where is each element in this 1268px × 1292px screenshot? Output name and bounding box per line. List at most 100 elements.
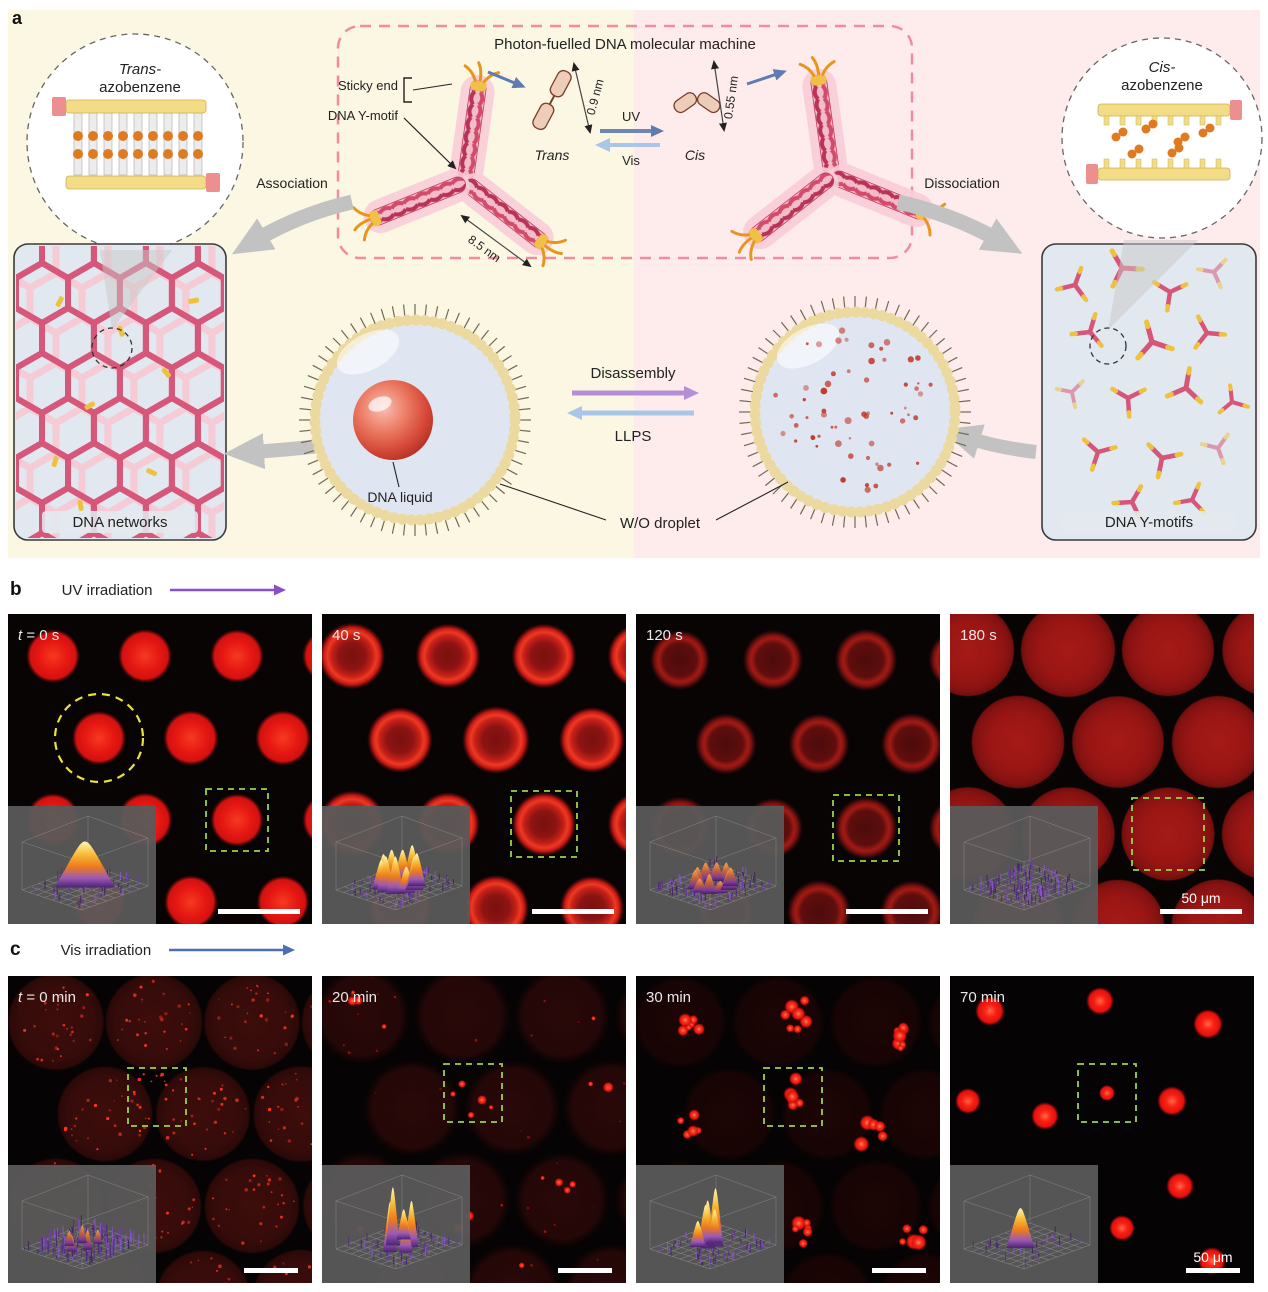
scale-bar-label: 50 μm — [1181, 890, 1220, 906]
roi-circle-annotation — [53, 692, 145, 784]
time-label: 40 s — [332, 627, 360, 644]
scale-bar — [1160, 909, 1242, 914]
uv-irradiation-arrow — [170, 584, 287, 596]
time-label: 120 s — [646, 627, 683, 644]
uv-time-series-row: t = 0 s 40 s 120 s 50 μm 180 s — [0, 614, 1268, 924]
scale-bar — [558, 1268, 612, 1273]
label-cis: Cis — [685, 147, 705, 163]
trans-dimension-line — [571, 62, 593, 134]
panel-b-header: b UV irradiation — [0, 566, 1268, 614]
time-label: t = 0 s — [18, 627, 59, 644]
zoom-beam-left — [100, 250, 172, 330]
zoom-roi-circle-right — [1089, 327, 1127, 365]
cis-pointer-arrow — [746, 69, 787, 86]
panel-b-label: b — [10, 579, 22, 600]
micro-tile-uv-40s: 40 s — [322, 614, 626, 924]
surface-plot-inset — [636, 806, 784, 924]
micro-tile-vis-70min: 50 μm 70 min — [950, 976, 1254, 1283]
network-joints — [51, 296, 200, 511]
azobenzene-stack — [73, 112, 203, 176]
time-label: 30 min — [646, 989, 691, 1006]
droplet-to-networks-arrow — [224, 433, 321, 470]
cis-dimension-line — [711, 60, 727, 132]
scale-bar — [872, 1268, 926, 1273]
cis-dimension: 0.55 nm — [721, 75, 741, 120]
micro-tile-vis-0min: t = 0 min — [8, 976, 312, 1283]
surface-plot-inset — [950, 1165, 1098, 1283]
cis-molecules — [1111, 119, 1215, 159]
panel-a-illustration: a Photon-fuelled DNA molecular machine S… — [8, 8, 1263, 558]
scale-bar — [244, 1268, 298, 1273]
scale-bar-label: 50 μm — [1193, 1249, 1232, 1265]
roi-square-annotation — [443, 1063, 503, 1123]
arm-dimension-line — [460, 214, 532, 268]
cis-azobenzene-inset: Cis- azobenzene — [1061, 37, 1263, 239]
label-association: Association — [256, 175, 328, 191]
roi-square-annotation — [1131, 797, 1205, 871]
lipid-tails-right — [739, 296, 971, 528]
label-sticky-end: Sticky end — [338, 78, 398, 93]
sticky-end-bracket — [403, 77, 412, 103]
droplet-dissolved — [739, 296, 971, 528]
sticky-end-pointer — [412, 83, 453, 91]
label-wo-droplet: W/O droplet — [620, 515, 701, 532]
label-azobenzene-left: azobenzene — [99, 79, 181, 96]
association-arrow — [231, 194, 354, 255]
lipid-tails-left — [299, 304, 531, 536]
label-trans: Trans — [535, 147, 570, 163]
label-cis-prefix: Cis- — [1149, 59, 1176, 76]
box-to-droplet-arrow — [941, 424, 1037, 459]
surface-plot-inset — [322, 806, 470, 924]
time-label: t = 0 min — [18, 989, 76, 1006]
label-dna-liquid: DNA liquid — [367, 489, 432, 505]
roi-square-annotation — [1077, 1063, 1137, 1123]
zoom-roi-circle-left — [91, 327, 133, 369]
droplet-field — [636, 976, 940, 1283]
label-disassembly: Disassembly — [590, 365, 676, 382]
trans-pointer-arrow — [487, 70, 526, 89]
dissolved-dna-dots — [773, 327, 933, 493]
wo-pointer-right — [715, 481, 789, 521]
micro-tile-vis-30min: 30 min — [636, 976, 940, 1283]
label-uv: UV — [622, 109, 640, 124]
surface-plot-inset — [322, 1165, 470, 1283]
time-label: 180 s — [960, 627, 997, 644]
roi-square-annotation — [205, 788, 269, 852]
micro-tile-uv-0s: t = 0 s — [8, 614, 312, 924]
droplet-field — [26, 629, 312, 924]
panel-c-header: c Vis irradiation — [0, 924, 1268, 976]
surface-plot-inset — [8, 1165, 156, 1283]
label-dissociation: Dissociation — [924, 175, 999, 191]
scale-bar — [532, 909, 614, 914]
vis-irradiation-label: Vis irradiation — [60, 941, 152, 959]
dna-networks-box: DNA networks — [13, 243, 227, 541]
trans-azobenzene-inset: Trans- azobenzene — [26, 33, 244, 251]
dna-y-motifs-box: DNA Y-motifs — [1041, 240, 1257, 541]
roi-square-annotation — [127, 1067, 187, 1127]
machine-title: Photon-fuelled DNA molecular machine — [494, 36, 756, 53]
label-dna-networks: DNA networks — [72, 514, 167, 531]
label-llps: LLPS — [615, 428, 652, 445]
droplet-field — [955, 987, 1226, 1275]
roi-square-annotation — [832, 794, 900, 862]
time-label: 70 min — [960, 989, 1005, 1006]
micro-tile-uv-180s: 50 μm 180 s — [950, 614, 1254, 924]
panel-c-label: c — [10, 939, 21, 960]
surface-plot-inset — [636, 1165, 784, 1283]
machine-box — [336, 24, 914, 260]
wo-pointer-left — [499, 483, 607, 521]
vis-time-series-row: t = 0 min 20 min 30 min 50 μm 70 min — [0, 976, 1268, 1283]
uv-irradiation-label: UV irradiation — [61, 581, 153, 599]
label-vis: Vis — [622, 153, 640, 168]
dna-liquid-sphere — [353, 380, 433, 460]
scale-bar — [1186, 1268, 1240, 1273]
scale-bar — [846, 909, 928, 914]
scale-bar — [218, 909, 300, 914]
zoom-beam-right — [1108, 240, 1198, 330]
dissociation-arrow — [896, 194, 1023, 254]
comb-teeth-bottom — [1103, 158, 1222, 169]
label-trans-prefix: Trans- — [119, 61, 161, 78]
vis-irradiation-arrow — [169, 944, 296, 956]
roi-square-annotation — [510, 790, 578, 858]
